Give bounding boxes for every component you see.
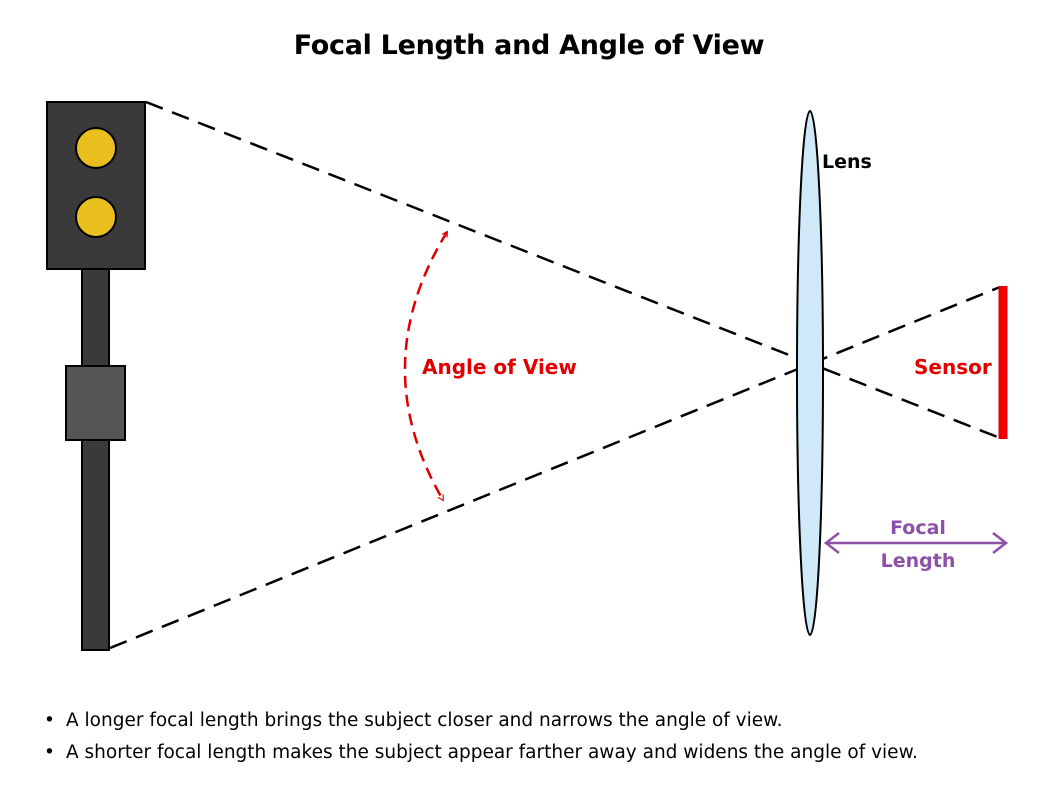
lens-shape (796, 110, 824, 636)
focal-length-label-line1: Focal (890, 517, 946, 539)
ray-bottom (109, 285, 1001, 650)
sensor-label: Sensor (914, 355, 992, 379)
subject-pole (81, 267, 110, 651)
subject-lamp-top (75, 127, 117, 169)
note-item: A shorter focal length makes the subject… (44, 737, 918, 769)
subject-bracket (65, 365, 126, 441)
ray-top (145, 100, 1001, 440)
lens-label: Lens (822, 151, 872, 173)
angle-of-view-arc (403, 232, 449, 500)
notes-list: A longer focal length brings the subject… (44, 705, 918, 769)
focal-length-label-line2: Length (880, 550, 956, 572)
subject-lamp-bottom (75, 196, 117, 238)
focal-length-arrowhead-left (823, 532, 840, 554)
focal-length-arrowhead-right (992, 532, 1009, 554)
diagram-title: Focal Length and Angle of View (293, 30, 765, 61)
note-item: A longer focal length brings the subject… (44, 705, 918, 737)
angle-of-view-label: Angle of View (422, 355, 577, 379)
focal-length-label: Focal Length (868, 512, 968, 578)
